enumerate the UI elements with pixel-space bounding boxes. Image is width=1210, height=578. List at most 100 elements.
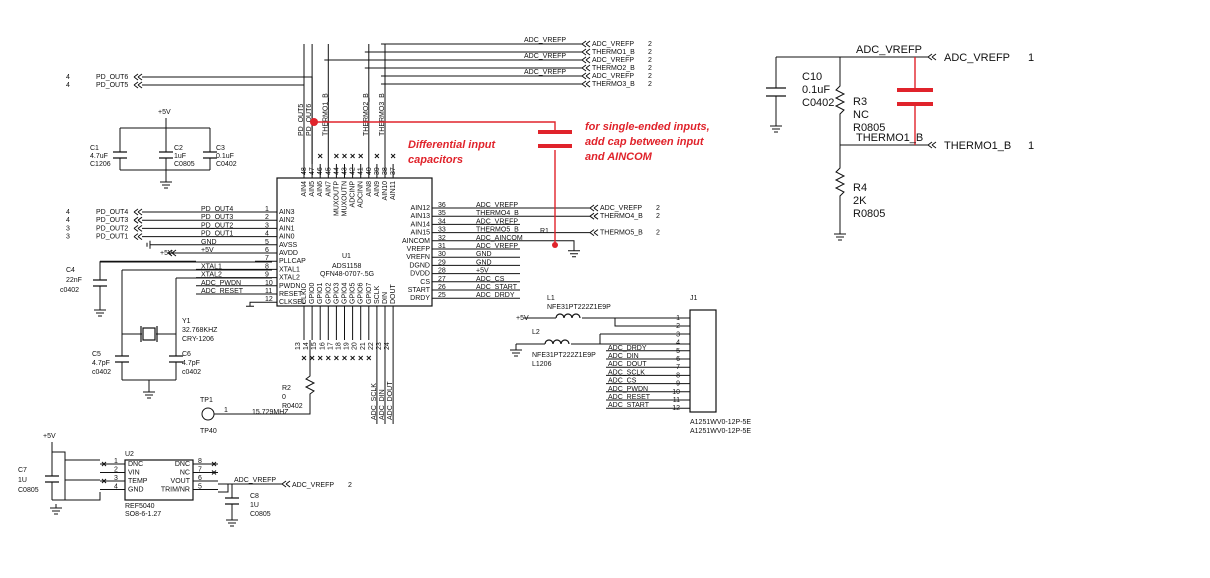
no-connect-mark — [342, 355, 347, 361]
u2-left-pin-name: GND — [128, 487, 144, 494]
pd-top-sheet: 4 — [66, 74, 70, 81]
u1-right-pin-num: 34 — [438, 218, 446, 225]
left-5v-label: +5V — [160, 250, 173, 257]
u2-out-sheet: 2 — [348, 482, 352, 489]
pd-left-port-label: PD_OUT2 — [96, 225, 128, 232]
c7-value: 1U — [18, 477, 27, 484]
diff-caps-line1: Differential input — [408, 139, 497, 151]
u1-bottom-pin-name: GPIO2 — [325, 282, 332, 304]
j1-net-label: ADC_RESET — [608, 394, 651, 401]
u1-bottom-pin-num: 13 — [295, 342, 302, 350]
top-bus-port-label: ADC_VREFP — [592, 73, 634, 80]
decoupling-caps: +5V C1 4.7uF C1206 C2 1uF C0805 C3 0.1uF… — [90, 109, 237, 189]
u2-part: REF5040 — [125, 503, 155, 510]
right-net-label: GND — [476, 251, 492, 258]
j1-part2: A1251WV0-12P-5E — [690, 428, 751, 435]
pd-left-port-arrow — [133, 225, 143, 232]
u1-top-pin-num: 44 — [333, 167, 340, 175]
right-port-arrow — [589, 229, 599, 236]
r4-value: 2K — [853, 195, 867, 207]
top-bus-sheet: 2 — [648, 73, 652, 80]
u1-right-pin-num: 30 — [438, 251, 446, 258]
l1-part: NFE31PT222Z1E9P — [547, 304, 611, 311]
j1-net-label: ADC_PWDN — [608, 386, 648, 393]
right-net-label: ADC_START — [476, 284, 518, 291]
j1-net-label: ADC_START — [608, 402, 650, 409]
j1-pins: 12345ADC_DRDY6ADC_DIN7ADC_DOUT8ADC_SCLK9… — [606, 315, 690, 412]
u1-right-pin-name: VREFP — [407, 246, 431, 253]
c2-pkg: C0805 — [174, 161, 195, 168]
top-bus-net: ADC_VREFP — [524, 53, 566, 60]
u1-top-pin-num: 48 — [301, 167, 308, 175]
r2-pkg: R0402 — [282, 403, 303, 410]
l2-ref: L2 — [532, 329, 540, 336]
c5-pkg: c0402 — [92, 369, 111, 376]
no-connect-mark — [390, 153, 396, 159]
j1-pin-num: 2 — [676, 323, 680, 330]
u2-right-pin-name: NC — [180, 470, 190, 477]
u1-bottom-pin-num: 17 — [327, 342, 334, 350]
u1-right-pin-num: 26 — [438, 284, 446, 291]
u2-left-pin-num: 3 — [114, 475, 118, 482]
c3-ref: C3 — [216, 145, 225, 152]
thermistor-detail: ADC_VREFP ADC_VREFP 1 THERMO1_B THERMO1_… — [766, 44, 1034, 241]
single-line2: add cap between input — [585, 136, 705, 148]
u1-top-pin-name: AIN6 — [317, 181, 324, 197]
no-connect-mark — [350, 355, 355, 361]
u1-right-pin-num: 36 — [438, 202, 446, 209]
right-port-sheet: 2 — [656, 213, 660, 220]
r4-pkg: R0805 — [853, 208, 885, 220]
top-bus-net: ADC_VREFP — [524, 69, 566, 76]
u1-body — [276, 177, 433, 307]
r4-ref: R4 — [853, 182, 867, 194]
left-5v-arrow — [167, 249, 177, 257]
u1-ref: U1 — [342, 253, 351, 260]
no-connect-mark — [366, 355, 372, 361]
no-connect-mark — [211, 470, 217, 475]
u1-bottom-pin-num: 15 — [311, 342, 318, 350]
detail-port-top: ADC_VREFP — [944, 52, 1010, 64]
u1-bottom-pin-name: GPIO5 — [350, 282, 357, 304]
right-net-label: ADC_CS — [476, 276, 505, 283]
u2-left-pin-num: 4 — [114, 484, 118, 491]
right-net-label: +5V — [476, 268, 489, 275]
u1-bottom-pin-num: 18 — [336, 342, 343, 350]
u1-right-pin-name: START — [408, 287, 431, 294]
right-net-label: THERMO5_B — [476, 227, 519, 234]
top-bus-port-arrow — [581, 80, 591, 88]
top-bus-port-label: THERMO2_B — [592, 65, 635, 72]
u1-top-pin-num: 37 — [390, 167, 397, 175]
u1-left-pin-name: PWDN — [279, 283, 300, 290]
u1-left-pin-name: AVSS — [279, 242, 297, 249]
top-bus-port-arrow — [581, 56, 591, 64]
r3-ref: R3 — [853, 96, 867, 108]
u1-top-pin-name: AIN4 — [301, 181, 308, 197]
u1-left-pin-num: 9 — [265, 272, 269, 279]
u1-bottom-pin-num: 21 — [360, 342, 367, 350]
y1-crystal — [142, 327, 156, 341]
u1-right-pin-name: DGND — [409, 262, 430, 269]
u1-bottom-pin-name: GPIO1 — [317, 282, 324, 304]
c4-value: 22nF — [66, 277, 82, 284]
j1-pin-num: 4 — [676, 340, 680, 347]
c3-value: 0.1uF — [216, 153, 234, 160]
diff-caps-line2: capacitors — [408, 154, 463, 166]
tp1-symbol — [201, 407, 215, 421]
no-connect-mark — [358, 153, 364, 159]
u1-top-pin-num: 43 — [342, 167, 349, 175]
u1-left-pin-num: 10 — [265, 280, 273, 287]
u2-right-pin-num: 5 — [198, 484, 202, 491]
right-net-label: ADC_VREFP — [476, 243, 518, 250]
u1-top-pin-name: AIN9 — [374, 181, 381, 197]
c1-value: 4.7uF — [90, 153, 108, 160]
u1-left-pin-name: XTAL2 — [279, 275, 300, 282]
j1-part1: A1251WV0-12P-5E — [690, 419, 751, 426]
c10-value: 0.1uF — [802, 84, 830, 96]
u1-right-pin-name: AINCOM — [402, 238, 430, 245]
j1-net-label: ADC_DIN — [608, 353, 639, 360]
single-line3: and AINCOM — [585, 151, 653, 163]
u1-top-pin-name: MUXOUTP — [333, 181, 340, 216]
right-net-label: GND — [476, 259, 492, 266]
u1-right-pin-name: CS — [420, 279, 430, 286]
